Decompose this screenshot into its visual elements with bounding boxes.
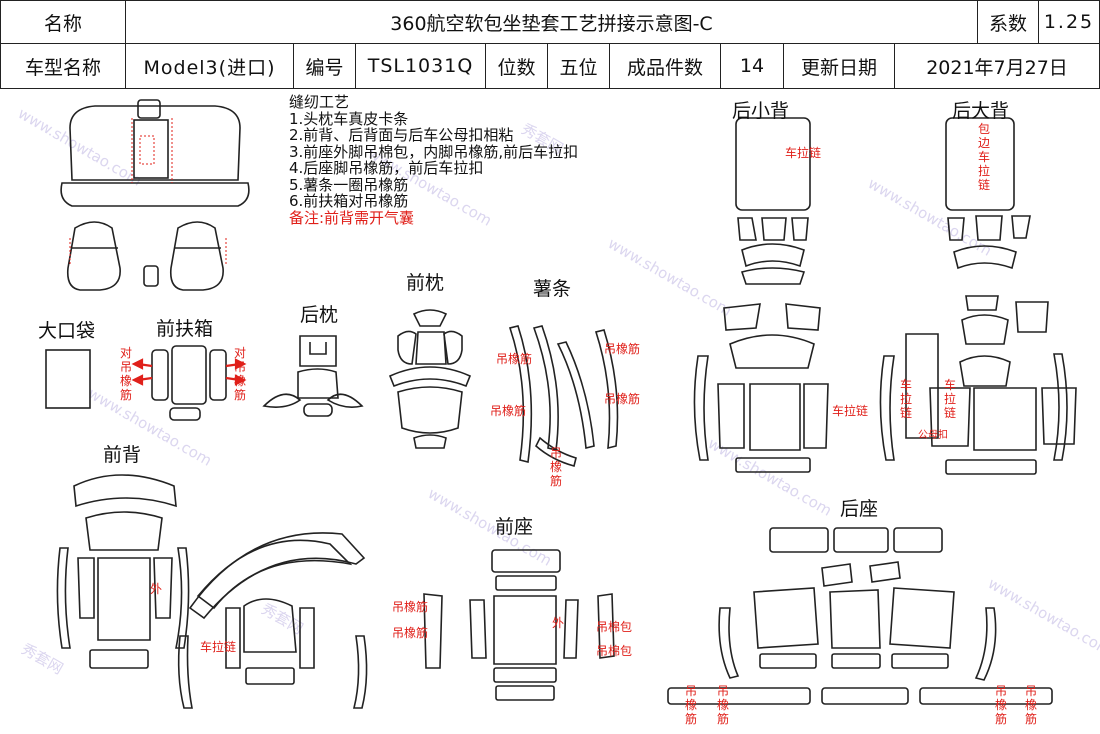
coefficient-label: 系数: [977, 0, 1039, 44]
annotation-outer: 外: [552, 616, 565, 630]
annotation-elastic: 吊橡筋: [604, 392, 641, 406]
big-pocket-panel: [45, 349, 91, 409]
name-label: 名称: [0, 0, 126, 44]
annotation-elastic: 吊橡筋: [549, 446, 562, 488]
sewing-process-notes: 缝纫工艺 1.头枕车真皮卡条 2.前背、后背面与后车公母扣相粘 3.前座外脚吊棉…: [289, 94, 578, 226]
notes-item: 4.后座脚吊橡筋，前后车拉扣: [289, 159, 484, 177]
annotation-zipper: 车拉链: [200, 640, 237, 654]
spec-header-table: 名称 360航空软包坐垫套工艺拼接示意图-C 系数 1.25 车型名称 Mode…: [0, 0, 1100, 89]
section-label-front-seat: 前座: [495, 516, 534, 538]
pieces-label: 成品件数: [609, 43, 721, 89]
annotation-zipper: 车拉链: [899, 378, 912, 420]
annotation-cotton-bag: 吊棉包: [596, 620, 633, 634]
code-label: 编号: [293, 43, 356, 89]
annotation-pair-elastic: 对吊橡筋: [233, 346, 246, 402]
annotation-elastic: 吊橡筋: [392, 626, 429, 640]
section-label-big-pocket: 大口袋: [38, 320, 96, 342]
front-back-panels: [56, 474, 368, 709]
section-label-front-back: 前背: [103, 444, 142, 466]
notes-remark: 备注:前背需开气囊: [289, 208, 415, 227]
section-label-fries-strip: 薯条: [533, 278, 572, 300]
date-label: 更新日期: [783, 43, 895, 89]
front-armrest-panels: [131, 345, 247, 421]
pattern-drawing: www.showtao.com www.showtao.com www.show…: [0, 88, 1100, 734]
notes-item: 5.薯条一圈吊橡筋: [289, 175, 409, 194]
document-title: 360航空软包坐垫套工艺拼接示意图-C: [125, 0, 978, 44]
pattern-outlines: [45, 99, 1077, 709]
rear-seat-panels: [667, 527, 1053, 705]
annotation-edge-zipper: 包边车拉链: [977, 122, 990, 192]
notes-title: 缝纫工艺: [289, 93, 350, 111]
annotation-pair-elastic: 对吊橡筋: [119, 346, 132, 402]
annotation-elastic: 吊橡筋: [716, 684, 729, 726]
annotation-elastic: 吊橡筋: [490, 404, 527, 418]
pieces-value: 14: [720, 43, 784, 89]
annotation-zipper: 车拉链: [832, 404, 869, 418]
annotation-outer: 外: [150, 582, 163, 596]
annotation-elastic: 吊橡筋: [1024, 684, 1037, 726]
coefficient-value: 1.25: [1038, 0, 1100, 44]
front-seats-overview: [66, 221, 227, 291]
annotation-elastic: 吊橡筋: [496, 352, 533, 366]
front-seat-panels: [423, 549, 615, 701]
notes-item: 6.前扶箱对吊橡筋: [289, 192, 409, 210]
section-label-rear-small-back: 后小背: [732, 100, 790, 122]
front-pillow-panels: [388, 309, 472, 449]
annotation-male-female: 公母扣: [918, 430, 948, 441]
rear-seat-overview: [60, 99, 250, 207]
section-label-front-pillow: 前枕: [406, 272, 445, 294]
date-value: 2021年7月27日: [894, 43, 1100, 89]
notes-item: 3.前座外脚吊棉包，内脚吊橡筋,前后车拉扣: [289, 142, 579, 161]
notes-item: 2.前背、后背面与后车公母扣相粘: [289, 126, 514, 144]
notes-item: 1.头枕车真皮卡条: [289, 109, 409, 128]
annotation-elastic: 吊橡筋: [604, 342, 641, 356]
model-value: Model3(进口): [125, 43, 294, 89]
seats-value: 五位: [547, 43, 610, 89]
annotation-cotton-bag: 吊棉包: [596, 644, 633, 658]
rear-small-back-panels: [693, 117, 829, 473]
rear-pillow-panels: [262, 335, 364, 417]
section-label-rear-big-back: 后大背: [952, 100, 1010, 122]
annotation-zipper: 车拉链: [943, 378, 956, 420]
model-label: 车型名称: [0, 43, 126, 89]
annotation-zipper: 车拉链: [785, 146, 822, 160]
seats-label: 位数: [485, 43, 548, 89]
section-label-rear-pillow: 后枕: [300, 304, 339, 326]
code-value: TSL1031Q: [355, 43, 486, 89]
fries-strip-panels: [508, 325, 619, 467]
annotation-elastic: 吊橡筋: [684, 684, 697, 726]
rear-big-back-panels: [879, 117, 1077, 475]
annotation-elastic: 吊橡筋: [392, 600, 429, 614]
section-label-front-armrest: 前扶箱: [156, 318, 214, 340]
section-label-rear-seat: 后座: [840, 498, 879, 520]
annotation-elastic: 吊橡筋: [994, 684, 1007, 726]
